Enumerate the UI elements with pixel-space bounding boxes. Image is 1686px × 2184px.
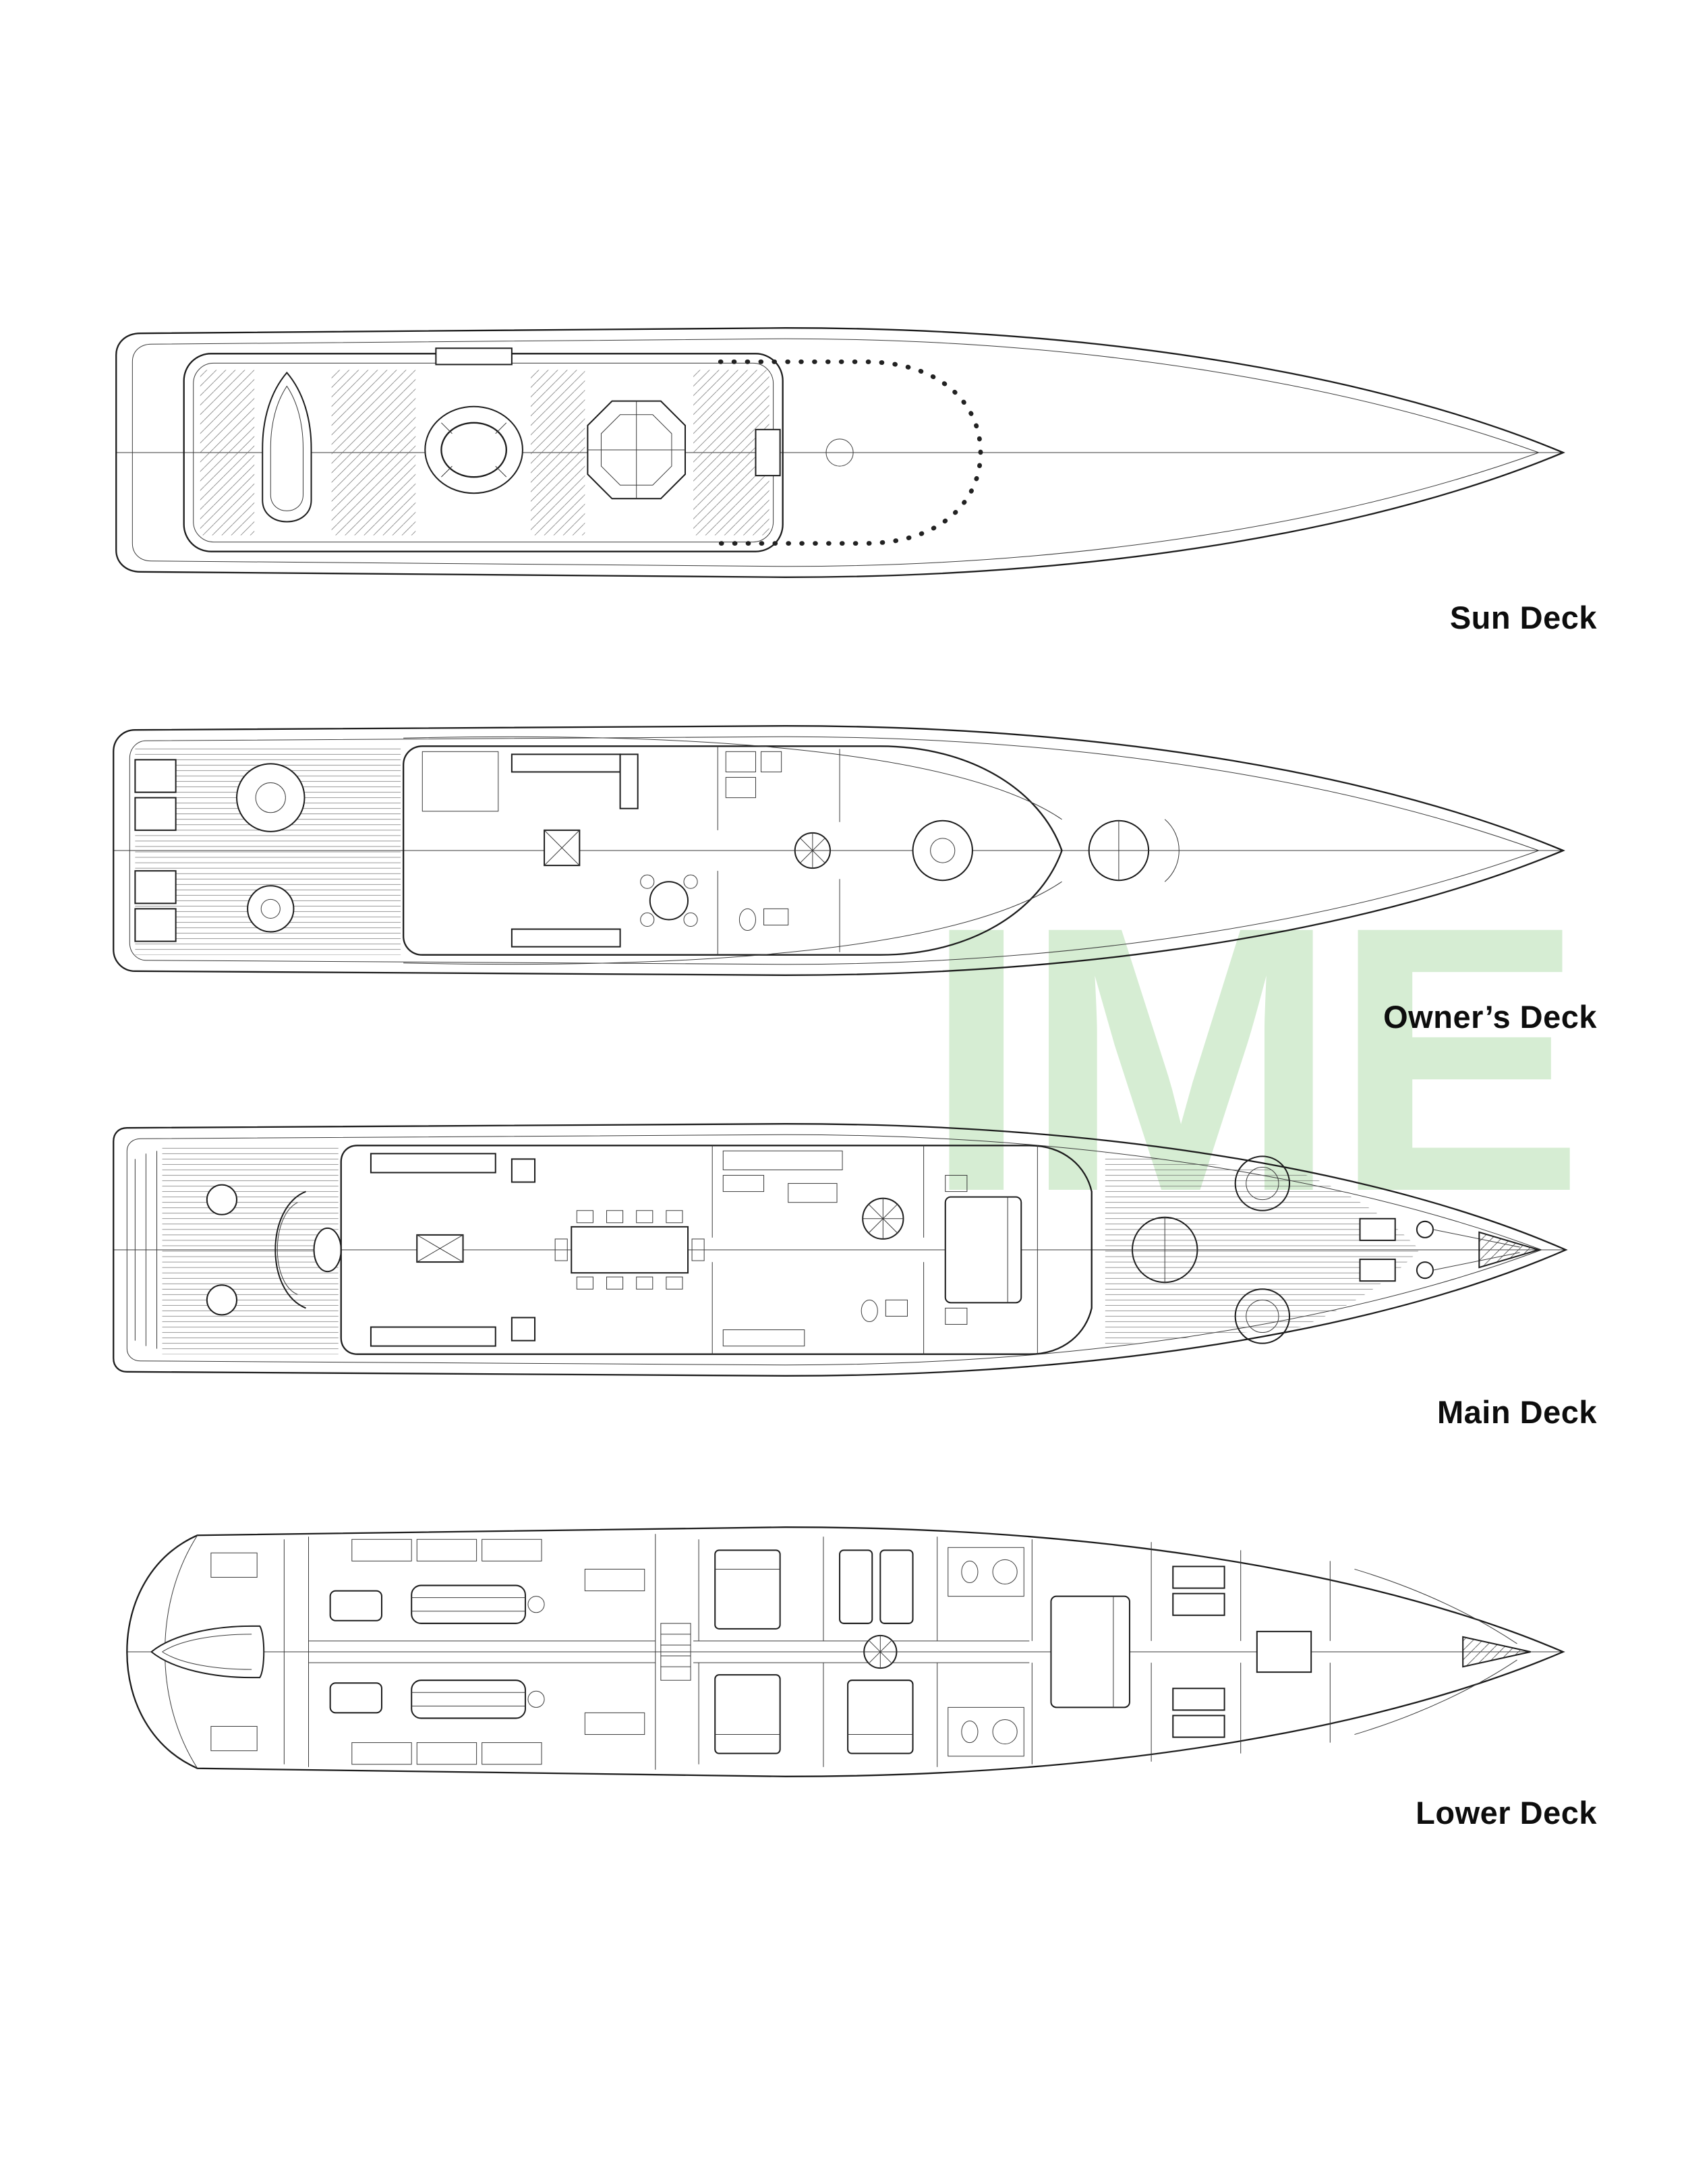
- lower-deck-section: [81, 1515, 1585, 1789]
- main-deck-superstructure: [340, 1145, 1093, 1355]
- dining-table: [912, 820, 973, 882]
- sky-lounge-furniture: [511, 753, 698, 948]
- vip-cabin: [1050, 1542, 1152, 1762]
- anchor-windlass: [1359, 1217, 1542, 1282]
- main-deck-plan: [113, 1123, 1568, 1377]
- owners-deck-superstructure: [402, 736, 1063, 965]
- main-deck-section: [81, 1113, 1585, 1387]
- sun-deck-label: Sun Deck: [1449, 600, 1597, 635]
- salon-furniture: [370, 1153, 536, 1347]
- dining-table: [554, 1210, 705, 1290]
- lower-deck-plan: [126, 1526, 1565, 1777]
- sun-deck-section: [81, 316, 1585, 590]
- forward-cabin: [944, 1175, 1022, 1325]
- lower-deck-label: Lower Deck: [1416, 1795, 1597, 1831]
- aft-deck-teak: [134, 746, 401, 955]
- sun-deck-plan: [115, 327, 1565, 578]
- bow-deck-table: [1088, 819, 1180, 882]
- spiral-stairs: [861, 1197, 908, 1322]
- octagon-seating: [587, 400, 687, 500]
- aft-deck: [162, 1145, 342, 1354]
- owners-deck-label: Owner’s Deck: [1383, 999, 1597, 1035]
- bow-chain-locker: [1354, 1568, 1531, 1735]
- sun-deck-superstructure: [183, 353, 784, 552]
- pantry-and-bath: [725, 751, 789, 931]
- galley: [722, 1150, 843, 1347]
- foredeck-sunpad-outline: [718, 359, 983, 546]
- spiral-stairs: [794, 832, 831, 869]
- tender-garage: [150, 1539, 285, 1764]
- bow-deck: [1105, 1153, 1420, 1346]
- crew-quarters: [1172, 1550, 1331, 1754]
- spa-pool: [424, 347, 523, 494]
- guest-cabins: [693, 1536, 1033, 1767]
- main-deck-label: Main Deck: [1437, 1394, 1597, 1430]
- stairs: [660, 1623, 691, 1681]
- owners-deck-section: [81, 714, 1585, 987]
- engine-room: [308, 1534, 656, 1770]
- tender-boat: [262, 371, 312, 523]
- mast-base: [755, 428, 781, 477]
- owners-deck-plan: [113, 725, 1565, 976]
